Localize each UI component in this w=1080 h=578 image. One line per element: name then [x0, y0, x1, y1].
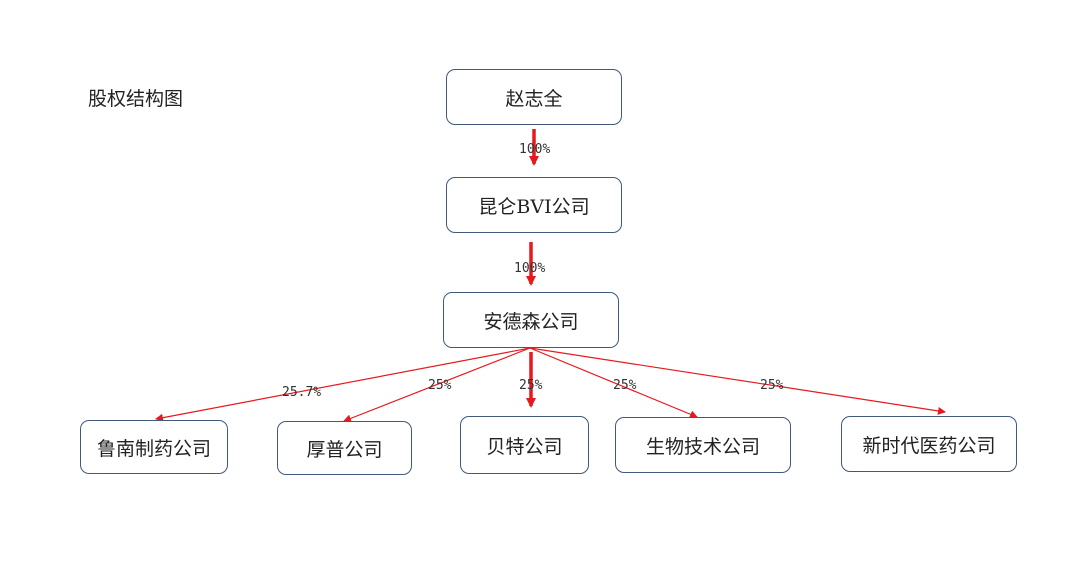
edge-andesen-xinshidai [529, 347, 946, 415]
node-andesen: 安德森公司 [443, 292, 619, 348]
edge-label-andesen-houpu: 25% [428, 378, 452, 393]
node-zhao: 赵志全 [446, 69, 622, 125]
edge-andesen-lunan [155, 347, 531, 422]
edge-andesen-houpu [343, 347, 531, 423]
node-xinshidai: 新时代医药公司 [841, 416, 1017, 472]
edge-label-andesen-shengwu: 25% [613, 378, 637, 393]
node-beite: 贝特公司 [460, 416, 589, 474]
node-kunlun: 昆仑BVI公司 [446, 177, 622, 233]
edge-label-andesen-beite: 25% [519, 378, 543, 393]
edge-label-zhao-kunlun: 100% [519, 142, 550, 157]
node-shengwu: 生物技术公司 [615, 417, 791, 473]
node-lunan: 鲁南制药公司 [80, 420, 228, 474]
page-title: 股权结构图 [88, 88, 184, 110]
edge-andesen-shengwu [529, 347, 698, 419]
node-houpu: 厚普公司 [277, 421, 412, 475]
edge-label-andesen-lunan: 25.7% [282, 385, 321, 400]
edge-label-andesen-xinshidai: 25% [760, 378, 784, 393]
edge-label-kunlun-andesen: 100% [514, 261, 545, 276]
